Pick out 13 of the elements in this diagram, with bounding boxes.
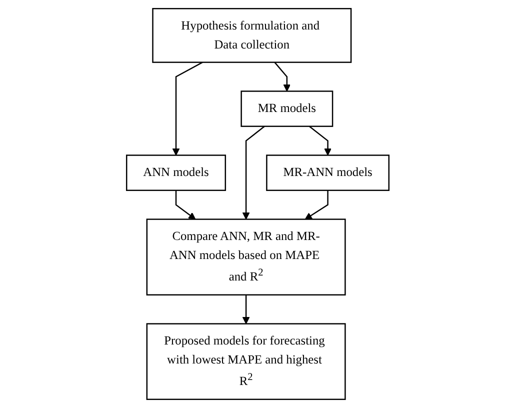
node-box: MR models — [240, 90, 334, 127]
node-box: Hypothesis formulation and Data collection — [152, 8, 352, 63]
node-box: ANN models — [126, 154, 226, 191]
node-box: Proposed models for forecasting with lowest MAPE and highest R$^{2}$ — [146, 323, 346, 400]
node-box: MR-ANN models — [266, 154, 390, 191]
arrow — [172, 62, 204, 156]
arrow — [176, 190, 196, 220]
arrow — [309, 126, 332, 156]
arrow — [242, 294, 250, 324]
arrow — [305, 190, 329, 220]
arrow — [274, 62, 291, 92]
arrow — [242, 126, 266, 220]
node-box: Compare ANN, MR and MR-ANN models based on MAPE and R$^{2}$ — [146, 218, 346, 296]
